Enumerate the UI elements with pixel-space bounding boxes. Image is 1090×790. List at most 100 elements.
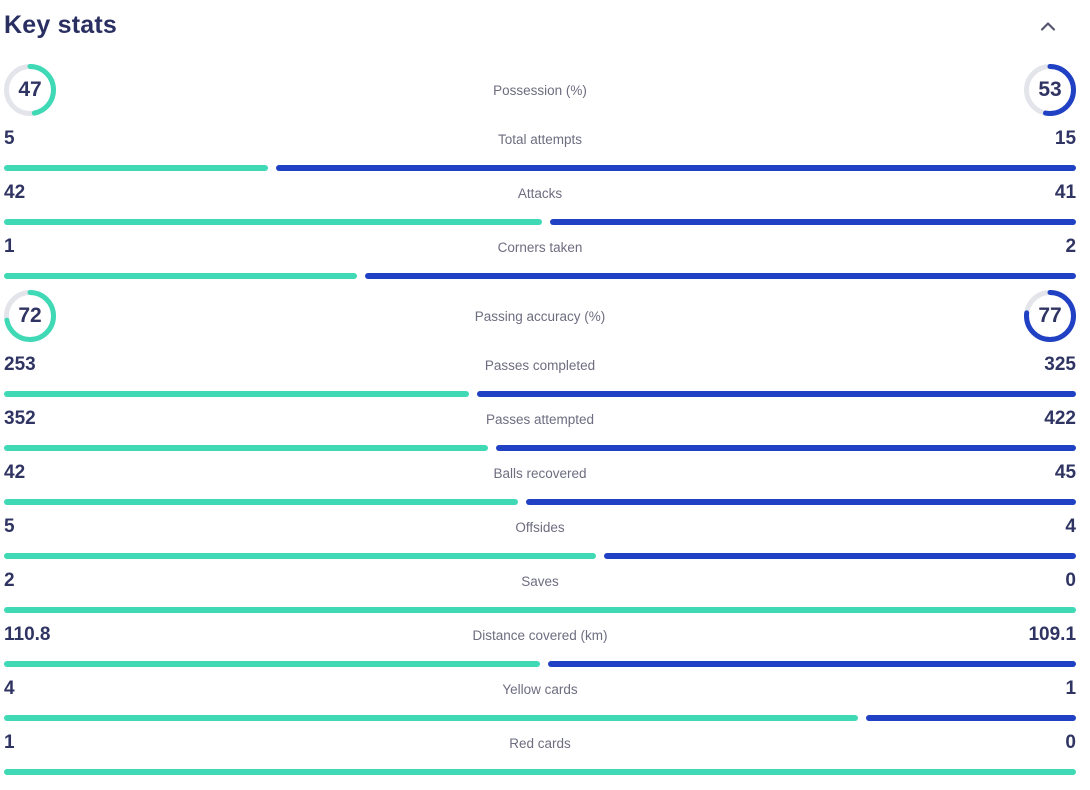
stat-row: 5 Offsides 4 — [4, 510, 1076, 564]
stat-row: 1 Red cards 0 — [4, 726, 1076, 780]
away-bar-segment — [603, 553, 1076, 559]
home-value: 352 — [4, 408, 36, 429]
home-value: 5 — [4, 128, 15, 149]
home-bar-segment — [4, 273, 358, 279]
stat-label: Passes completed — [484, 358, 596, 373]
home-bar-segment — [4, 661, 541, 667]
stat-comparison-bar — [4, 445, 1076, 451]
away-value: 0 — [1065, 732, 1076, 753]
home-value: 253 — [4, 354, 36, 375]
home-bar-segment — [4, 553, 596, 559]
away-ring-side: 53 — [587, 64, 1077, 116]
home-value: 47 — [18, 78, 42, 101]
stat-label: Yellow cards — [502, 682, 578, 697]
home-bar-segment — [4, 391, 470, 397]
home-bar-segment — [4, 769, 1076, 775]
away-bar-segment — [276, 165, 1076, 171]
away-bar-segment — [477, 391, 1076, 397]
home-bar-segment — [4, 607, 1076, 613]
stat-row: 42 Attacks 41 — [4, 176, 1076, 230]
away-value: 4 — [1065, 516, 1076, 537]
away-progress-ring-icon: 77 — [1024, 290, 1077, 342]
home-progress-ring-icon: 72 — [4, 290, 56, 342]
stat-label: Passes attempted — [485, 412, 595, 427]
stat-comparison-bar — [4, 553, 1076, 559]
away-value: 325 — [1044, 354, 1076, 375]
stat-label: Distance covered (km) — [472, 628, 608, 643]
stat-comparison-bar — [4, 499, 1076, 505]
stat-row: 110.8 Distance covered (km) 109.1 — [4, 618, 1076, 672]
away-value: 2 — [1065, 236, 1077, 257]
key-stats-header: Key stats — [4, 0, 1076, 58]
home-value: 5 — [4, 516, 15, 537]
away-value: 422 — [1044, 408, 1076, 429]
stat-row-values: 1 Corners taken 2 — [4, 236, 1076, 260]
away-value: 41 — [1054, 182, 1077, 203]
stat-row: 4 Yellow cards 1 — [4, 672, 1076, 726]
home-value: 42 — [4, 462, 26, 483]
stat-label: Red cards — [509, 736, 571, 751]
stat-row-values: 2 Saves 0 — [4, 570, 1076, 594]
stat-row: 253 Passes completed 325 — [4, 348, 1076, 402]
stat-label: Saves — [521, 574, 559, 589]
home-value: 42 — [4, 182, 26, 203]
chevron-up-icon — [1040, 20, 1056, 35]
stat-comparison-bar — [4, 607, 1076, 613]
stats-list: 47 Possession (%) 53 5 Total attempts 15 — [4, 58, 1077, 780]
stat-label: Corners taken — [497, 240, 583, 255]
stat-label: Passing accuracy (%) — [474, 308, 606, 324]
away-bar-segment — [548, 661, 1076, 667]
stat-label: Possession (%) — [493, 82, 587, 98]
away-value: 0 — [1065, 570, 1076, 591]
collapse-section-button[interactable] — [1032, 15, 1064, 38]
home-value: 1 — [4, 732, 15, 753]
home-ring-side: 47 — [4, 64, 493, 116]
stat-label: Attacks — [517, 186, 563, 201]
home-bar-segment — [4, 715, 858, 721]
home-value: 72 — [18, 304, 42, 327]
stat-row: 1 Corners taken 2 — [4, 230, 1076, 284]
away-bar-segment — [550, 219, 1076, 225]
stat-row-values: 253 Passes completed 325 — [4, 354, 1076, 378]
stat-label: Balls recovered — [493, 466, 587, 481]
stat-label: Offsides — [515, 520, 565, 535]
stat-comparison-bar — [4, 769, 1076, 775]
stat-row: 42 Balls recovered 45 — [4, 456, 1076, 510]
home-bar-segment — [4, 445, 488, 451]
away-value: 45 — [1054, 462, 1077, 483]
stat-comparison-bar — [4, 661, 1076, 667]
home-value: 1 — [4, 236, 15, 257]
stat-comparison-bar — [4, 219, 1076, 225]
away-value: 15 — [1054, 128, 1077, 149]
stat-row-values: 42 Balls recovered 45 — [4, 462, 1076, 486]
away-value: 53 — [1038, 78, 1062, 101]
home-bar-segment — [4, 165, 268, 171]
stat-comparison-bar — [4, 165, 1076, 171]
stat-row-values: 4 Yellow cards 1 — [4, 678, 1076, 702]
page-title: Key stats — [4, 11, 117, 39]
away-bar-segment — [525, 499, 1076, 505]
stat-row-values: 5 Total attempts 15 — [4, 128, 1076, 152]
home-value: 110.8 — [4, 624, 51, 645]
stat-label: Total attempts — [497, 132, 583, 147]
home-value: 4 — [4, 678, 15, 699]
away-ring-side: 77 — [605, 290, 1077, 342]
stat-row: 72 Passing accuracy (%) 77 — [4, 284, 1077, 348]
home-progress-ring-icon: 47 — [4, 64, 56, 116]
stat-row-values: 42 Attacks 41 — [4, 182, 1076, 206]
stat-row: 47 Possession (%) 53 — [4, 58, 1077, 122]
stat-row-values: 5 Offsides 4 — [4, 516, 1076, 540]
stat-row: 352 Passes attempted 422 — [4, 402, 1076, 456]
home-ring-side: 72 — [4, 290, 475, 342]
home-value: 2 — [4, 570, 15, 591]
stat-row-values: 352 Passes attempted 422 — [4, 408, 1076, 432]
stat-row: 2 Saves 0 — [4, 564, 1076, 618]
stat-comparison-bar — [4, 391, 1076, 397]
away-progress-ring-icon: 53 — [1024, 64, 1077, 116]
home-bar-segment — [4, 499, 518, 505]
stat-row-values: 1 Red cards 0 — [4, 732, 1076, 756]
away-value: 109.1 — [1028, 624, 1077, 645]
away-bar-segment — [365, 273, 1076, 279]
away-value: 77 — [1038, 304, 1062, 327]
